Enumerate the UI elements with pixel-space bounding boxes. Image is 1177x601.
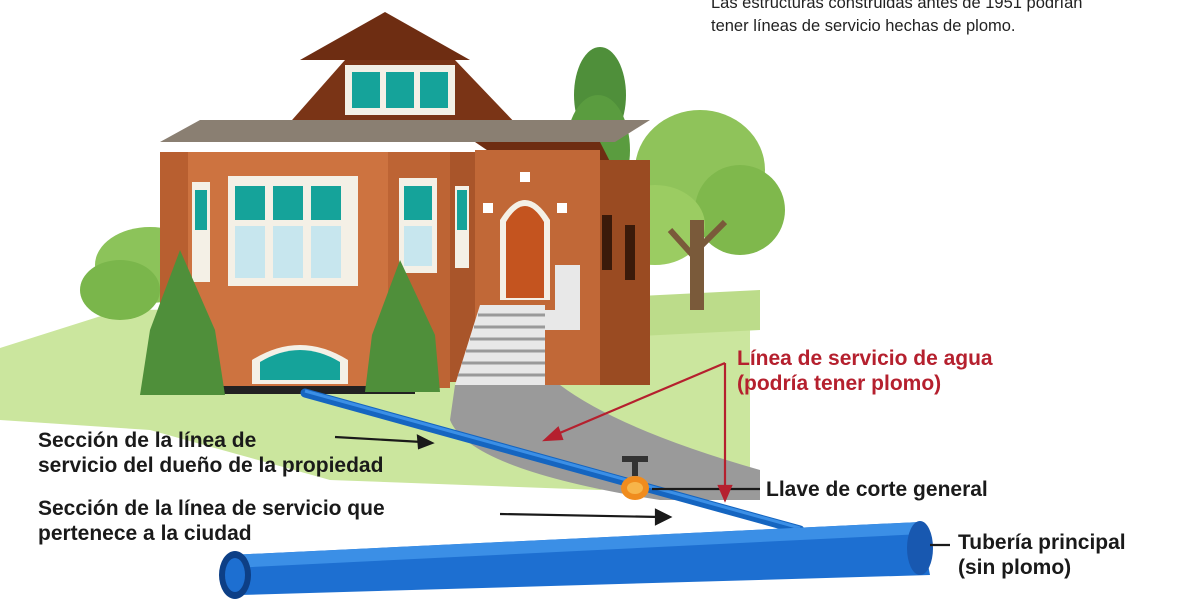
shutoff-valve-label: Llave de corte general bbox=[766, 478, 988, 501]
main-pipe bbox=[219, 521, 933, 599]
front-shrubs bbox=[140, 250, 440, 395]
city-section-arrow bbox=[499, 512, 661, 519]
city-section-label-line2: pertenece a la ciudad bbox=[38, 522, 252, 545]
owner-section-label: Sección de la línea de servicio del dueñ… bbox=[38, 428, 383, 478]
lead-era-note-line1: Las estructuras construidas antes de 195… bbox=[711, 0, 1083, 12]
city-section-label-line1: Sección de la línea de servicio que bbox=[38, 497, 385, 520]
owner-section-arrow bbox=[334, 435, 423, 444]
owner-section-label-line1: Sección de la línea de bbox=[38, 429, 257, 452]
city-section-label: Sección de la línea de servicio que pert… bbox=[38, 496, 385, 546]
main-pipe-label-line2: (sin plomo) bbox=[958, 556, 1072, 579]
service-line-pipe bbox=[300, 388, 805, 535]
water-service-line-label-line2: (podría tener plomo) bbox=[737, 372, 942, 395]
walkway bbox=[450, 385, 760, 500]
owner-section-label-line2: servicio del dueño de la propiedad bbox=[38, 454, 384, 477]
lead-era-note-line2: tener líneas de servicio hechas de plomo… bbox=[711, 17, 1016, 35]
main-pipe-label: Tubería principal (sin plomo) bbox=[958, 530, 1126, 580]
water-service-line-label-line1: Línea de servicio de agua bbox=[737, 347, 993, 370]
lead-era-note: Las estructuras construidas antes de 195… bbox=[711, 0, 1177, 38]
shutoff-valve-icon bbox=[621, 456, 649, 500]
water-service-line-label: Línea de servicio de agua (podría tener … bbox=[737, 346, 993, 396]
water-line-arrow-left bbox=[554, 361, 726, 437]
main-pipe-label-line1: Tubería principal bbox=[958, 531, 1126, 554]
